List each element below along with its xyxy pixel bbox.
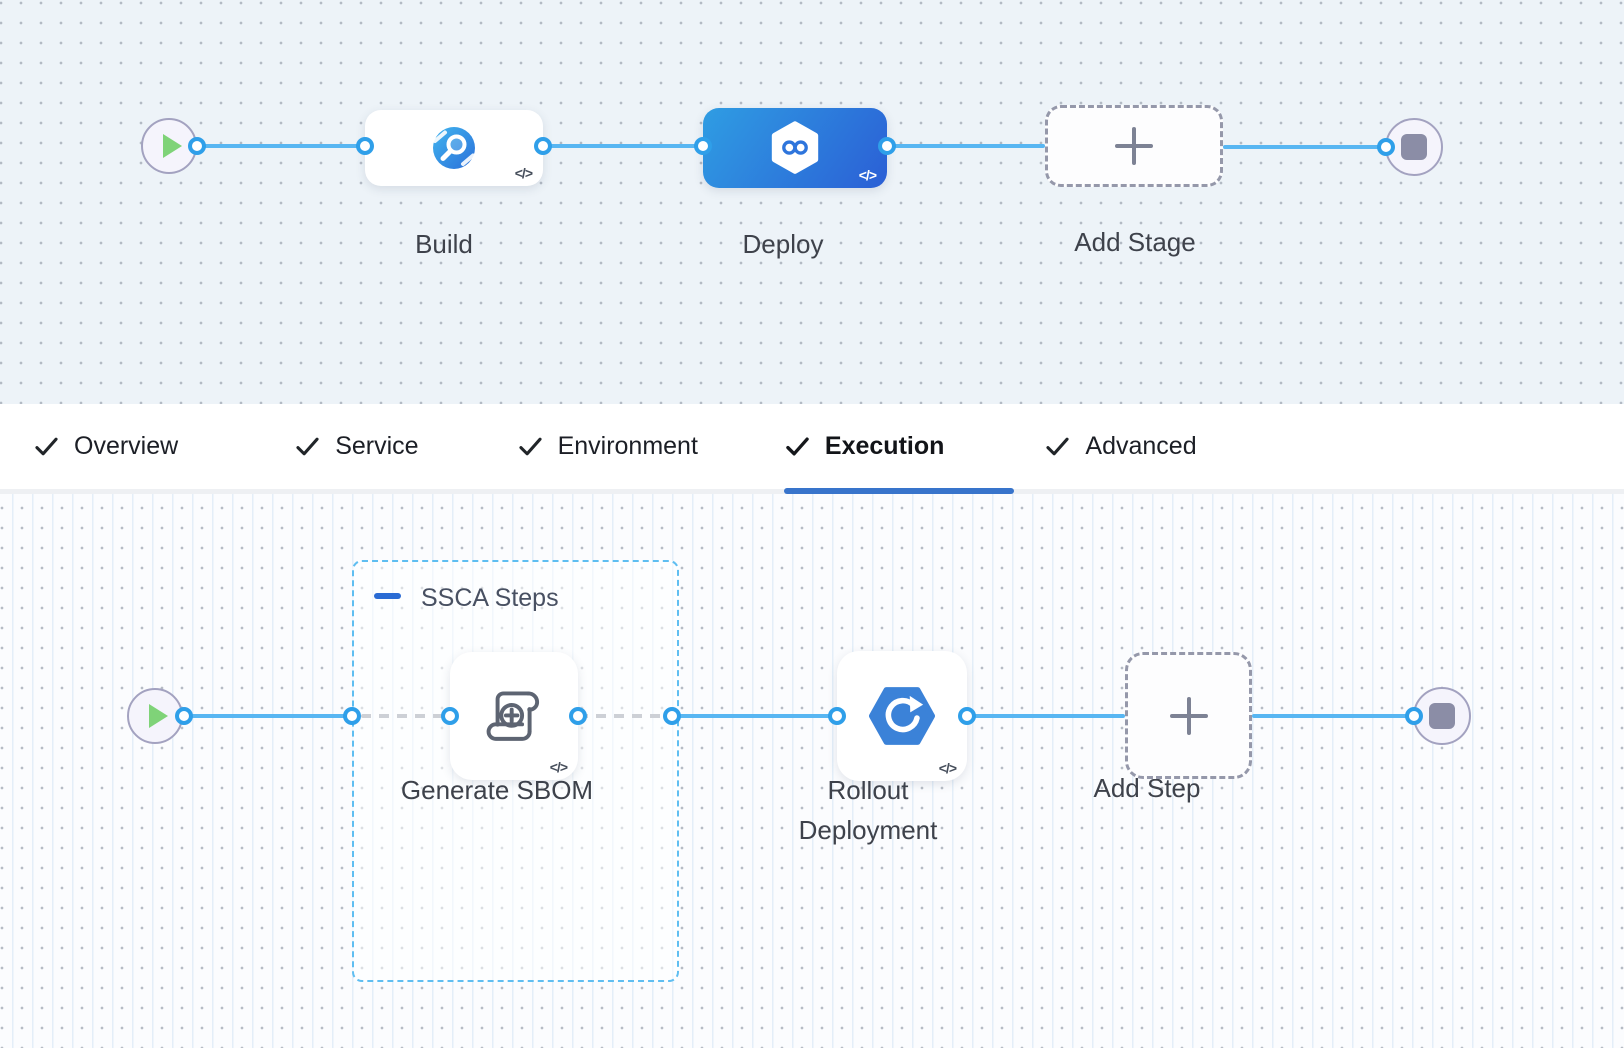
step-node-generate-sbom[interactable]: </> [450,652,578,780]
tab-label: Service [335,432,419,460]
connector-port[interactable] [188,137,206,155]
code-badge-icon: </> [938,760,957,776]
stop-icon [1429,703,1455,729]
edge [887,144,1045,148]
stage-node-deploy[interactable]: </> [703,108,887,188]
plus-icon [1169,696,1208,735]
connector-port[interactable] [343,707,361,725]
step-node-rollout-deployment[interactable]: </> [837,651,967,781]
check-icon [296,437,319,456]
tab-label: Overview [74,432,179,460]
stage-node-build[interactable]: </> [365,110,543,186]
edge [1223,145,1386,149]
connector-port[interactable] [958,707,976,725]
connector-port[interactable] [878,137,896,155]
check-icon [786,437,809,456]
connector-port[interactable] [175,707,193,725]
add-stage-node[interactable] [1045,105,1223,187]
connector-port[interactable] [663,707,681,725]
edge [1252,714,1414,718]
pipeline-start-node [141,118,197,174]
connector-port[interactable] [1405,707,1423,725]
code-badge-icon: </> [549,759,568,775]
tab-overview[interactable]: Overview [33,404,178,489]
sbom-scroll-icon [486,691,540,741]
edge [184,714,352,718]
check-icon [1046,437,1069,456]
play-icon [148,704,168,728]
play-icon [162,134,182,158]
execution-canvas [0,494,1624,1048]
connector-port[interactable] [1377,138,1395,156]
edge [197,144,365,148]
code-badge-icon: </> [514,165,533,181]
ci-build-icon [433,127,475,169]
tab-execution[interactable]: Execution [783,404,1016,494]
connector-port[interactable] [828,707,846,725]
stage-config-tabs: Overview Service Environment Execution A… [0,404,1624,494]
stage-label-deploy: Deploy [742,229,824,259]
connector-port[interactable] [694,137,712,155]
tab-service[interactable]: Service [294,404,419,489]
tab-advanced[interactable]: Advanced [1044,404,1197,489]
add-step-node[interactable] [1125,652,1252,779]
stage-label-build: Build [415,229,473,259]
check-icon [518,437,542,456]
step-label-rollout-deployment: Rollout Deployment [798,775,938,845]
edge [967,714,1125,718]
check-icon [35,437,58,456]
add-stage-label: Add Stage [1074,227,1196,257]
plus-icon [1115,127,1153,165]
step-group-label: SSCA Steps [421,584,559,612]
cd-deploy-icon [771,121,819,174]
stop-icon [1401,134,1427,160]
step-label-generate-sbom: Generate SBOM [400,775,594,805]
tab-label: Execution [824,432,945,460]
connector-port[interactable] [441,707,459,725]
edge [543,144,703,148]
connector-port[interactable] [534,137,552,155]
connector-port[interactable] [569,707,587,725]
stage-canvas: </> </> Build Deploy Add Stage [0,0,1624,404]
connector-port[interactable] [356,137,374,155]
collapse-group-button[interactable] [374,593,401,599]
tab-label: Environment [557,432,698,460]
edge [672,714,837,718]
code-badge-icon: </> [858,167,877,183]
tab-label: Advanced [1085,432,1197,460]
rollout-deployment-icon [869,687,935,745]
tab-environment[interactable]: Environment [517,404,698,489]
